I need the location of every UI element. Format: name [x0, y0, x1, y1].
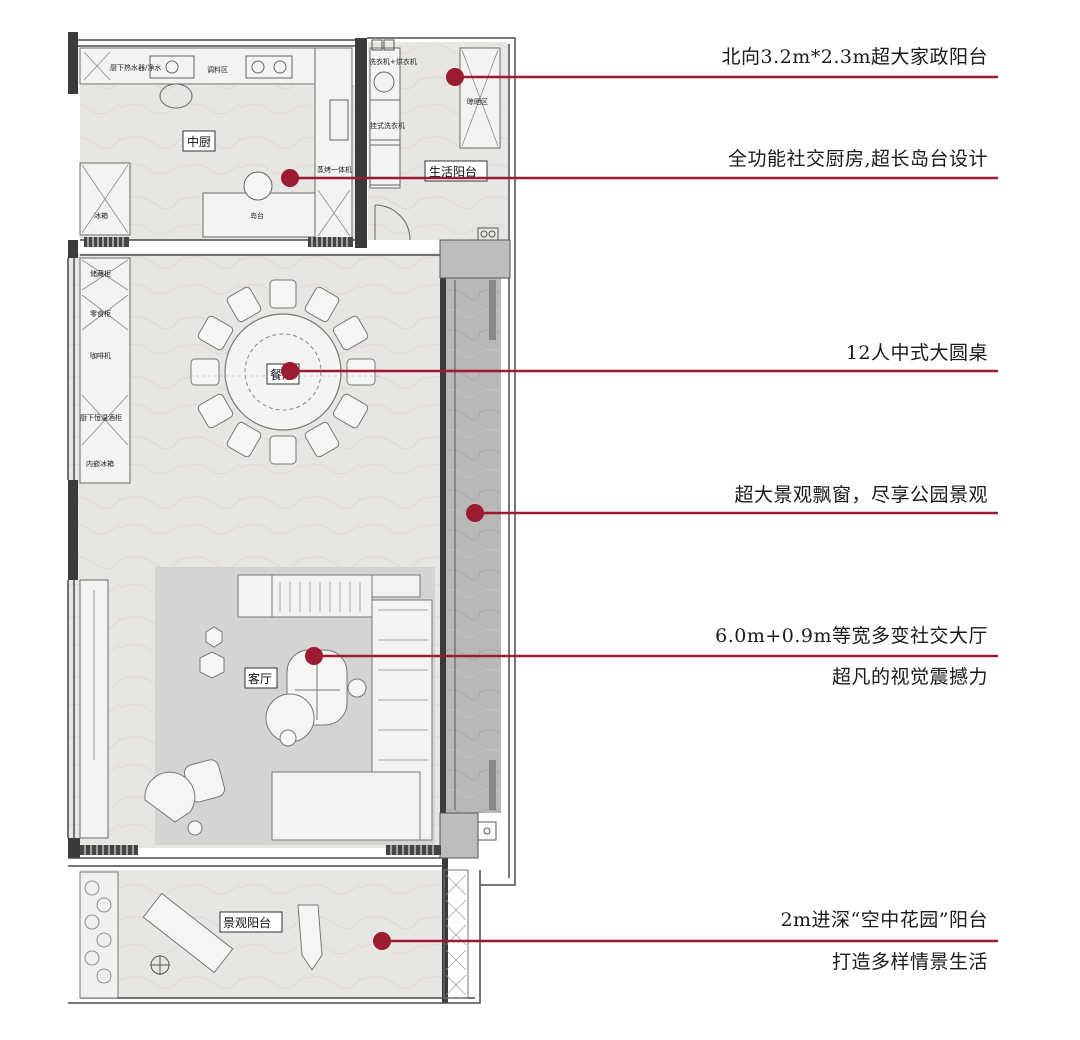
walls	[68, 32, 448, 1003]
view-balcony-floor	[80, 870, 442, 998]
dining-chair	[332, 315, 369, 351]
room-label-service-balcony: 生活阳台	[429, 164, 477, 179]
fixture-label-pantry: 调料区	[207, 65, 228, 74]
fixture-label-sink: 厨下热水器/净水	[110, 63, 161, 72]
room-label-view-balcony: 景观阳台	[223, 915, 271, 930]
annotation-social-kitchen: 全功能社交厨房,超长岛台设计	[727, 148, 988, 170]
fixture-label-storage: 储藏柜	[90, 269, 111, 278]
fixture-label-snack: 零食柜	[90, 309, 111, 318]
fixture-label-washer: 挂式洗衣机	[370, 121, 405, 130]
dining-chair	[226, 421, 262, 458]
dining-chair	[332, 393, 369, 429]
fixture-label-fridge: 冰箱	[94, 211, 108, 220]
marker-round-table	[281, 362, 299, 380]
fixture-label-washer-dryer: 洗衣机+烘衣机	[369, 57, 417, 66]
fixture-label-coffee: 咖啡机	[90, 351, 111, 360]
dining-chair	[304, 286, 340, 323]
fixture-label-builtin-fridge: 内嵌冰箱	[86, 459, 114, 468]
marker-sky-garden	[373, 932, 391, 950]
dining-chair	[190, 358, 220, 386]
fixture-label-island: 岛台	[250, 211, 264, 220]
annotation-bay-window: 超大景观飘窗，尽享公园景观	[734, 484, 988, 506]
bay-window-sill	[443, 278, 501, 813]
marker-north-balcony	[446, 68, 464, 86]
dining-chair	[226, 286, 262, 323]
annotation-round-table: 12人中式大圆桌	[845, 342, 988, 364]
fixture-label-steam-oven: 蒸烤一体机	[317, 165, 352, 174]
fixture-label-drying: 晾晒区	[467, 97, 488, 106]
annotation-north-balcony: 北向3.2m*2.3m超大家政阳台	[721, 46, 988, 68]
dining-chair	[269, 435, 297, 465]
fixture-label-wine: 厨下恒温酒柜	[80, 413, 122, 422]
dining-chair	[197, 393, 234, 429]
marker-bay-window	[466, 504, 484, 522]
annotation-living-hall-line1: 6.0m+0.9m等宽多变社交大厅	[715, 625, 988, 647]
annotation-sky-garden-line2: 打造多样情景生活	[831, 951, 988, 973]
room-label-living: 客厅	[248, 671, 272, 686]
dining-chair	[269, 279, 297, 309]
dining-chair	[304, 421, 340, 458]
annotation-living-hall-line2: 超凡的视觉震撼力	[831, 666, 988, 688]
dining-chair	[197, 315, 234, 351]
room-label-kitchen: 中厨	[187, 134, 211, 149]
marker-social-kitchen	[281, 169, 299, 187]
annotation-sky-garden-line1: 2m进深“空中花园”阳台	[780, 909, 988, 931]
marker-living-hall	[305, 647, 323, 665]
